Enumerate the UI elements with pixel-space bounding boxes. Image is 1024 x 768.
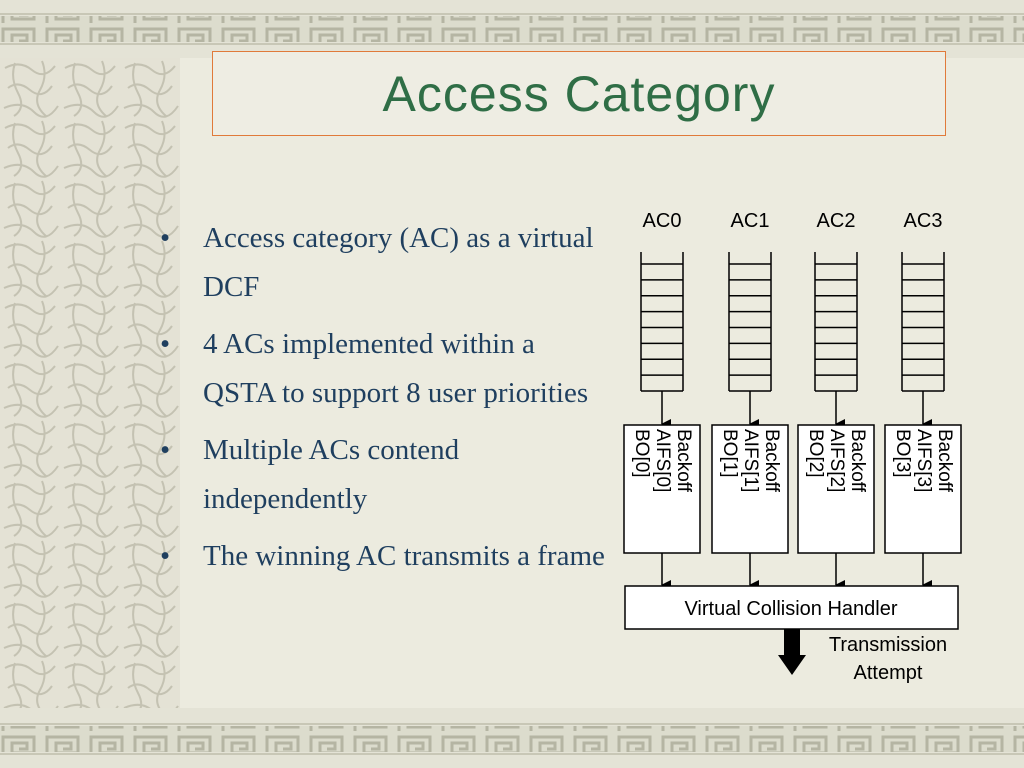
title-box: Access Category <box>212 51 946 136</box>
backoff-aifs-label: AIFS[2] <box>826 429 847 492</box>
backoff-box <box>797 424 875 554</box>
ac-queue <box>814 252 858 392</box>
bullet-item: • Access category (AC) as a virtual DCF <box>160 214 610 312</box>
ac-label: AC1 <box>731 210 770 232</box>
backoff-bo-label: BO[3] <box>892 429 913 478</box>
bullet-item: • The winning AC transmits a frame <box>160 532 610 581</box>
ac-queue <box>640 252 684 392</box>
ac-queue <box>728 252 772 392</box>
bullet-text: 4 ACs implemented within a QSTA to suppo… <box>203 328 589 409</box>
backoff-aifs-label: AIFS[0] <box>652 429 673 492</box>
slide-title: Access Category <box>382 65 776 122</box>
backoff-backoff-label: Backoff <box>761 429 782 493</box>
backoff-bo-label: BO[1] <box>719 429 740 478</box>
bullet-item: • Multiple ACs contend independently <box>160 426 610 524</box>
top-meander-border <box>0 0 1024 58</box>
bullet-text: Multiple ACs contend independently <box>203 434 460 515</box>
backoff-aifs-label: AIFS[3] <box>913 429 934 492</box>
attempt-label: Attempt <box>854 662 923 684</box>
backoff-bo-label: BO[0] <box>631 429 652 478</box>
bottom-meander-border <box>0 708 1024 768</box>
ac-label: AC0 <box>643 210 682 232</box>
transmission-label: Transmission <box>829 634 947 656</box>
collision-handler-label: Virtual Collision Handler <box>684 598 897 620</box>
stone-texture-pattern <box>0 58 180 708</box>
bullet-list: • Access category (AC) as a virtual DCF •… <box>160 214 610 589</box>
backoff-backoff-label: Backoff <box>673 429 694 493</box>
backoff-backoff-label: Backoff <box>934 429 955 493</box>
ac-label: AC3 <box>904 210 943 232</box>
transmission-arrow-icon <box>778 629 806 675</box>
backoff-box <box>711 424 789 554</box>
ac-label: AC2 <box>817 210 856 232</box>
bullet-dot-icon: • <box>160 434 171 466</box>
bullet-text: The winning AC transmits a frame <box>203 540 605 572</box>
bullet-dot-icon: • <box>160 328 171 360</box>
bullet-item: • 4 ACs implemented within a QSTA to supp… <box>160 320 610 418</box>
backoff-aifs-label: AIFS[1] <box>740 429 761 492</box>
backoff-box <box>884 424 962 554</box>
bullet-dot-icon: • <box>160 222 171 254</box>
bullet-text: Access category (AC) as a virtual DCF <box>203 222 594 303</box>
access-category-diagram: AC0BackoffAIFS[0]BO[0]AC1BackoffAIFS[1]B… <box>623 210 962 684</box>
backoff-backoff-label: Backoff <box>847 429 868 493</box>
ac-queue <box>901 252 945 392</box>
bullet-dot-icon: • <box>160 540 171 572</box>
backoff-bo-label: BO[2] <box>805 429 826 478</box>
left-decorative-panel <box>0 58 180 708</box>
